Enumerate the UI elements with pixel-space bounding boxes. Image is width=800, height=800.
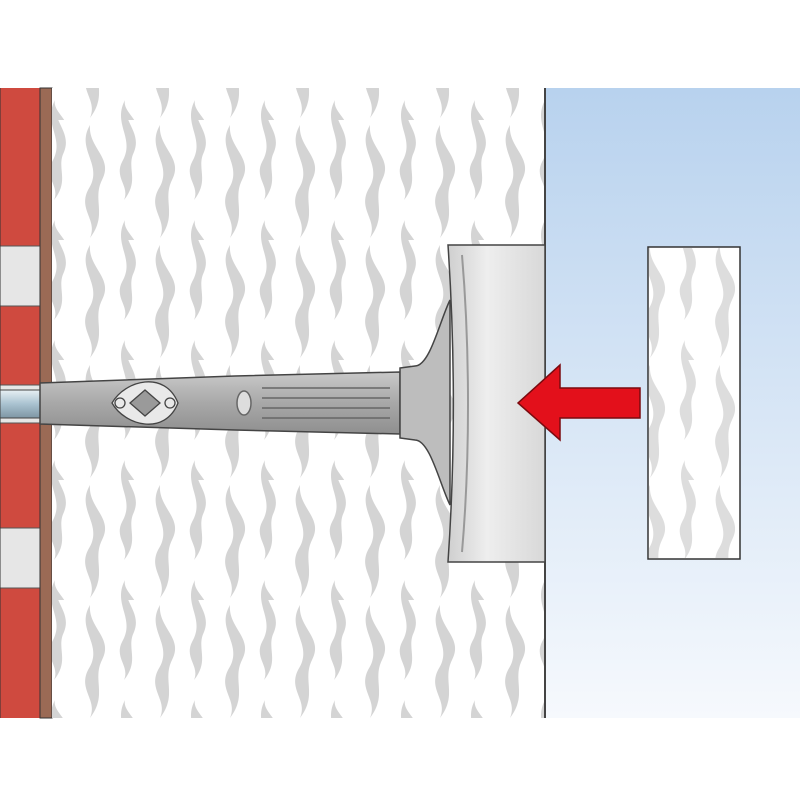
insulation-plug (647, 246, 741, 560)
insulation-dowel (0, 244, 546, 563)
dowel-shaft (39, 371, 401, 435)
dowel-neck (399, 299, 451, 506)
dowel-plate (447, 244, 546, 563)
arrow-left-icon (516, 363, 641, 442)
shaft-ribs (236, 387, 390, 419)
expansion-zone (111, 381, 179, 425)
